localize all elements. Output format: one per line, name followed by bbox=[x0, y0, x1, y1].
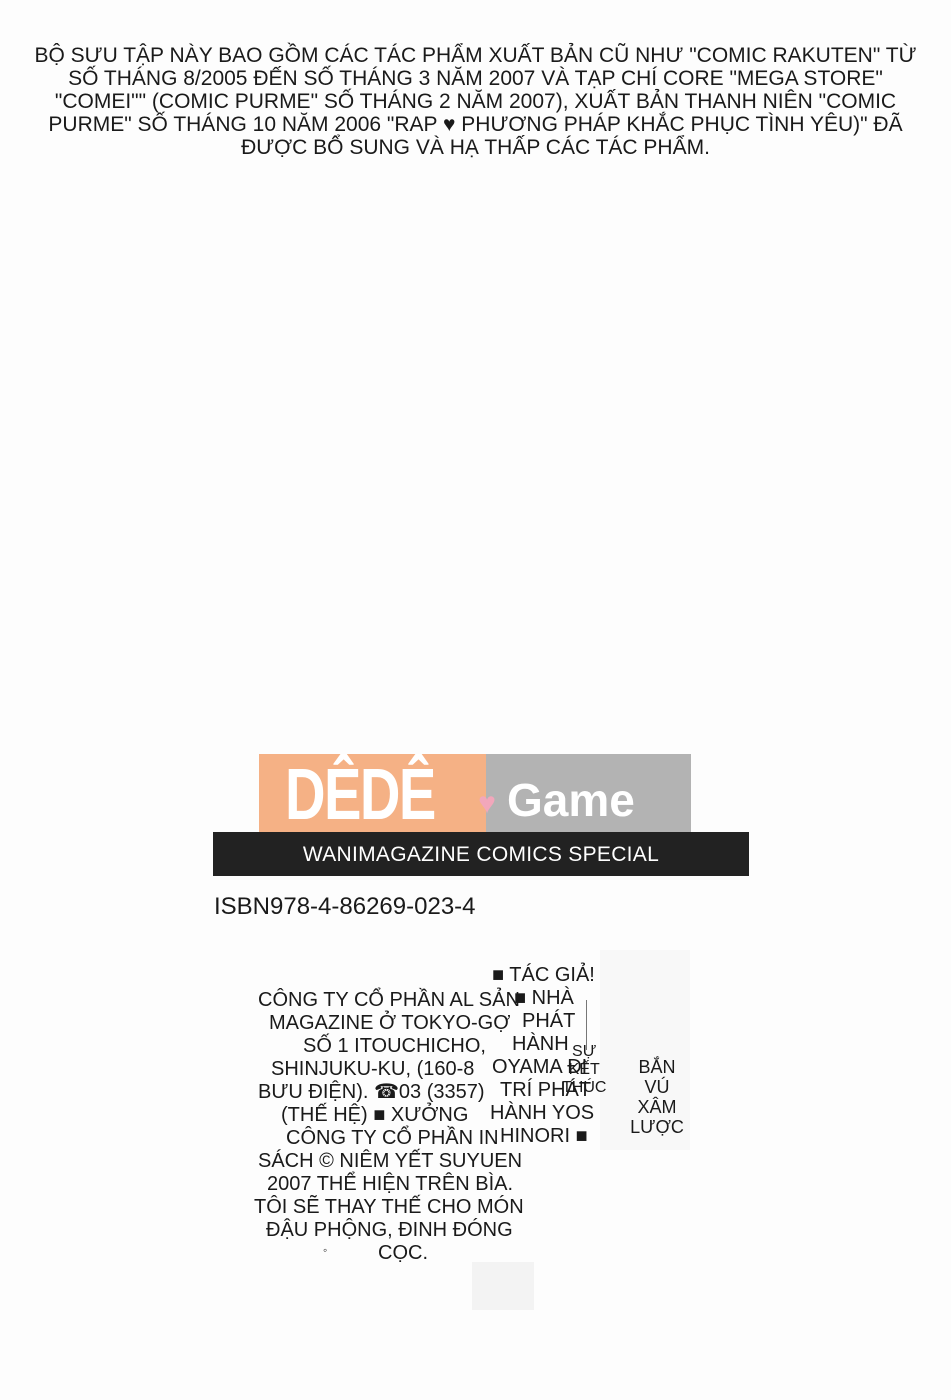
colophon-overlay-line: ■ TÁC GIẢ! bbox=[492, 964, 595, 986]
colophon-small-line: THÚC bbox=[562, 1079, 607, 1096]
colophon-line: SHINJUKU-KU, (160-8 bbox=[271, 1058, 475, 1080]
dede-game-logo: DÊDÊ ♥ Game bbox=[259, 754, 691, 835]
heart-icon: ♥ bbox=[478, 787, 496, 820]
colophon-line: (THẾ HỆ) ■ XƯỞNG bbox=[281, 1104, 469, 1126]
intro-line: "COMEI"" (COMIC PURME" SỐ THÁNG 2 NĂM 20… bbox=[54, 90, 897, 113]
logo-left-panel bbox=[259, 754, 486, 832]
colophon-line: SỐ 1 ITOUCHICHO, bbox=[303, 1035, 486, 1057]
colophon-line: SÁCH © NIÊM YẾT SUYUEN bbox=[258, 1150, 523, 1172]
scan-smudge bbox=[472, 1262, 534, 1310]
colophon-line: CÔNG TY CỔ PHẦN IN bbox=[286, 1127, 499, 1149]
logo-right-panel bbox=[486, 754, 691, 832]
colophon-main: CÔNG TY CỔ PHẦN AL SẢN MAGAZINE Ở TOKYO-… bbox=[254, 989, 524, 1265]
divider-line bbox=[586, 1000, 587, 1050]
colophon-overlay-line: HÀNH YOS bbox=[490, 1102, 595, 1124]
colophon-right-note: BẮN VÚ XÂM LƯỢC bbox=[626, 1057, 688, 1137]
colophon-overlay-line: OYAMA ĐI bbox=[492, 1056, 588, 1078]
logo-right-text: Game bbox=[507, 774, 635, 826]
colophon-overlay-line: TRÍ PHÁT bbox=[500, 1079, 592, 1101]
intro-paragraph: BỘ SƯU TẬP NÀY BAO GỒM CÁC TÁC PHẨM XUẤT… bbox=[0, 44, 951, 159]
bullet-mark: ◦ bbox=[323, 1243, 328, 1257]
colophon-right-line: LƯỢC bbox=[630, 1117, 684, 1137]
colophon-line: CỌC. bbox=[378, 1242, 428, 1264]
colophon-overlay: ■ TÁC GIẢ! ■ NHÀ PHÁT HÀNH OYAMA ĐI TRÍ … bbox=[490, 964, 596, 1148]
colophon-right-line: XÂM bbox=[637, 1097, 677, 1117]
colophon-line: ĐẬU PHỘNG, ĐINH ĐÓNG bbox=[266, 1219, 513, 1241]
intro-line: PURME" SỐ THÁNG 10 NĂM 2006 "RAP ♥ PHƯƠN… bbox=[48, 113, 903, 136]
series-banner: WANIMAGAZINE COMICS SPECIAL bbox=[213, 832, 749, 876]
colophon-overlay-line: ■ NHÀ bbox=[514, 987, 574, 1009]
colophon-small-note: SỰ KẾT THÚC bbox=[562, 1043, 606, 1097]
colophon-small-line: KẾT bbox=[568, 1061, 600, 1078]
colophon-line: MAGAZINE Ở TOKYO-GỢ bbox=[269, 1012, 511, 1034]
colophon-overlay-line: HÀNH bbox=[512, 1033, 569, 1055]
colophon-right-line: VÚ bbox=[644, 1077, 670, 1097]
colophon-right-line: BẮN bbox=[638, 1057, 676, 1077]
logo-left-text: DÊDÊ bbox=[285, 755, 436, 835]
intro-line: BỘ SƯU TẬP NÀY BAO GỒM CÁC TÁC PHẨM XUẤT… bbox=[34, 44, 917, 67]
colophon-small-line: SỰ bbox=[572, 1043, 597, 1060]
colophon-overlay-line: HINORI ■ bbox=[500, 1125, 588, 1147]
series-title: WANIMAGAZINE COMICS SPECIAL bbox=[302, 843, 660, 866]
colophon-line: 2007 THỂ HIỆN TRÊN BÌA. bbox=[267, 1173, 514, 1195]
intro-line: SỐ THÁNG 8/2005 ĐẾN SỐ THÁNG 3 NĂM 2007 … bbox=[68, 67, 883, 90]
intro-line: ĐƯỢC BỔ SUNG VÀ HẠ THẤP CÁC TÁC PHẨM. bbox=[241, 136, 710, 159]
colophon-line: BƯU ĐIỆN). ☎03 (3357) bbox=[258, 1081, 485, 1103]
colophon-line: TÔI SẼ THAY THẾ CHO MÓN bbox=[254, 1196, 524, 1218]
colophon-overlay-line: PHÁT bbox=[522, 1010, 576, 1032]
isbn-number: ISBN978-4-86269-023-4 bbox=[214, 893, 476, 920]
colophon-line: CÔNG TY CỔ PHẦN AL SẢN bbox=[258, 989, 520, 1011]
scan-smudge bbox=[600, 950, 690, 1150]
